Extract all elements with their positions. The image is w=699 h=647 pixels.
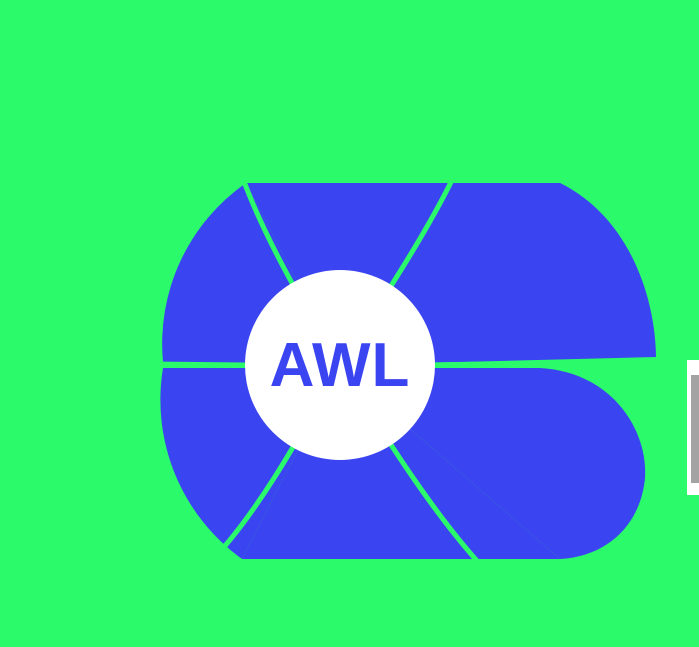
logo-hub bbox=[245, 270, 435, 460]
scrollbar-thumb[interactable] bbox=[691, 375, 699, 483]
vertical-page-scrollbar[interactable] bbox=[687, 0, 699, 647]
